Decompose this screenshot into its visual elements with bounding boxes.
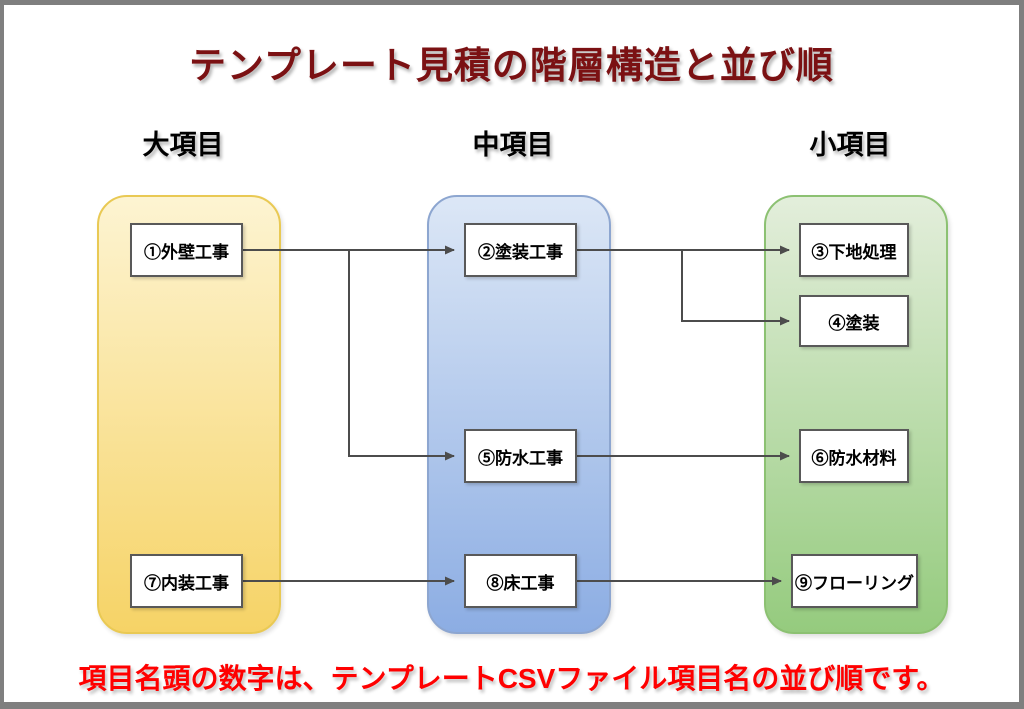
node-waterproof-material: ⑥防水材料 (799, 429, 909, 483)
node-flooring: ⑨フローリング (791, 554, 918, 608)
node-base-treatment: ③下地処理 (799, 223, 909, 277)
column-header-medium: 中項目 (472, 130, 554, 160)
column-header-large: 大項目 (142, 130, 224, 160)
node-exterior-wall-work: ①外壁工事 (130, 223, 243, 277)
node-floor-work: ⑧床工事 (464, 554, 577, 608)
node-interior-work: ⑦内装工事 (130, 554, 243, 608)
node-painting: ④塗装 (799, 295, 909, 347)
node-painting-work: ②塗装工事 (464, 223, 577, 277)
footer-note: 項目名頭の数字は、テンプレートCSVファイル項目名の並び順です。 (78, 663, 945, 694)
page-title: テンプレート見積の階層構造と並び順 (189, 45, 834, 86)
node-waterproofing-work: ⑤防水工事 (464, 429, 577, 483)
column-header-small: 小項目 (809, 130, 891, 160)
